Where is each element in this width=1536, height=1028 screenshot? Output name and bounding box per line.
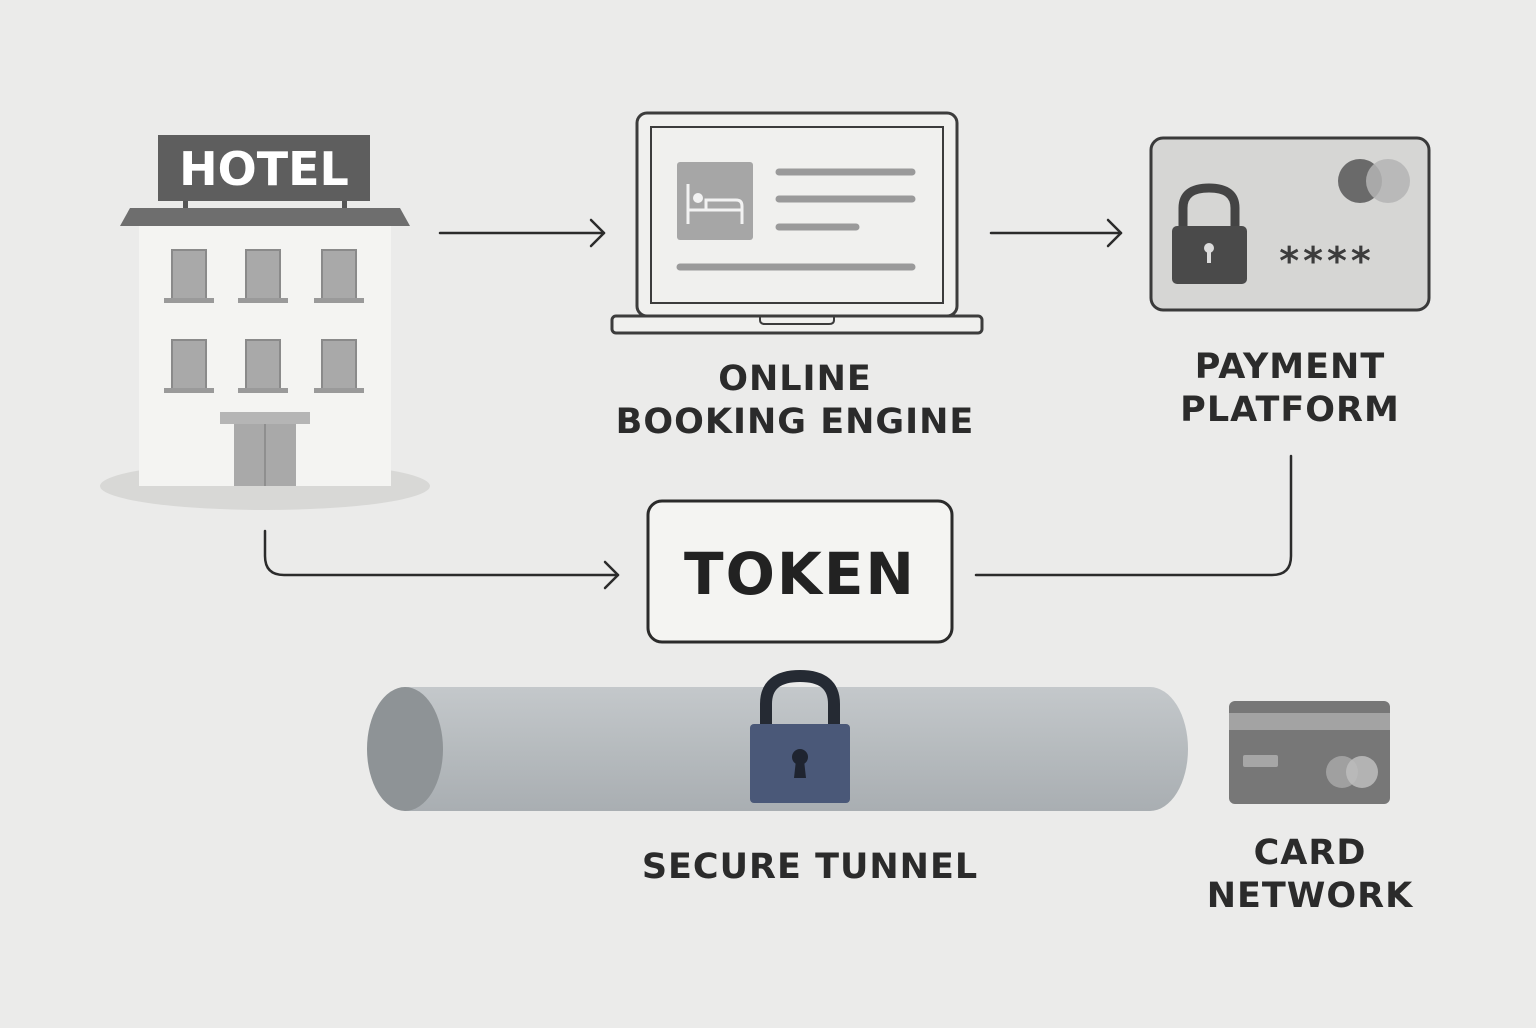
secure-tunnel-label: SECURE TUNNEL	[600, 846, 1020, 889]
arrow-booking-to-payment	[989, 218, 1123, 248]
secure-tunnel-icon	[367, 669, 1188, 811]
payment-platform-label: PAYMENT PLATFORM	[1140, 346, 1440, 432]
arrow-hotel-to-booking	[438, 218, 606, 248]
payment-platform-label-line1: PAYMENT	[1194, 347, 1386, 387]
booking-engine-label-line2: BOOKING ENGINE	[615, 402, 975, 442]
line-payment-to-token	[974, 454, 1293, 577]
masked-card-number: ****	[1279, 239, 1375, 283]
card-network-label-line2: NETWORK	[1206, 876, 1414, 916]
token-label: TOKEN	[684, 540, 916, 608]
arrow-hotel-to-token	[263, 529, 620, 590]
payment-card-icon: ****	[1149, 136, 1431, 312]
payment-platform-label-line2: PLATFORM	[1180, 390, 1400, 430]
card-network-label-line1: CARD	[1253, 833, 1367, 873]
booking-engine-label-line1: ONLINE	[718, 359, 872, 399]
hotel-sign	[158, 135, 370, 201]
hotel-building-icon: HOTEL	[100, 135, 430, 510]
token-box: TOKEN	[646, 499, 954, 644]
booking-engine-label: ONLINE BOOKING ENGINE	[580, 358, 1010, 444]
laptop-icon	[610, 111, 984, 335]
card-network-label: CARD NETWORK	[1190, 832, 1430, 918]
padlock-icon	[1172, 183, 1247, 284]
hotel-sign-text: HOTEL	[179, 142, 349, 196]
card-network-icon	[1229, 701, 1390, 804]
secure-tunnel-label-text: SECURE TUNNEL	[641, 847, 979, 887]
tunnel-padlock-icon	[750, 669, 850, 803]
